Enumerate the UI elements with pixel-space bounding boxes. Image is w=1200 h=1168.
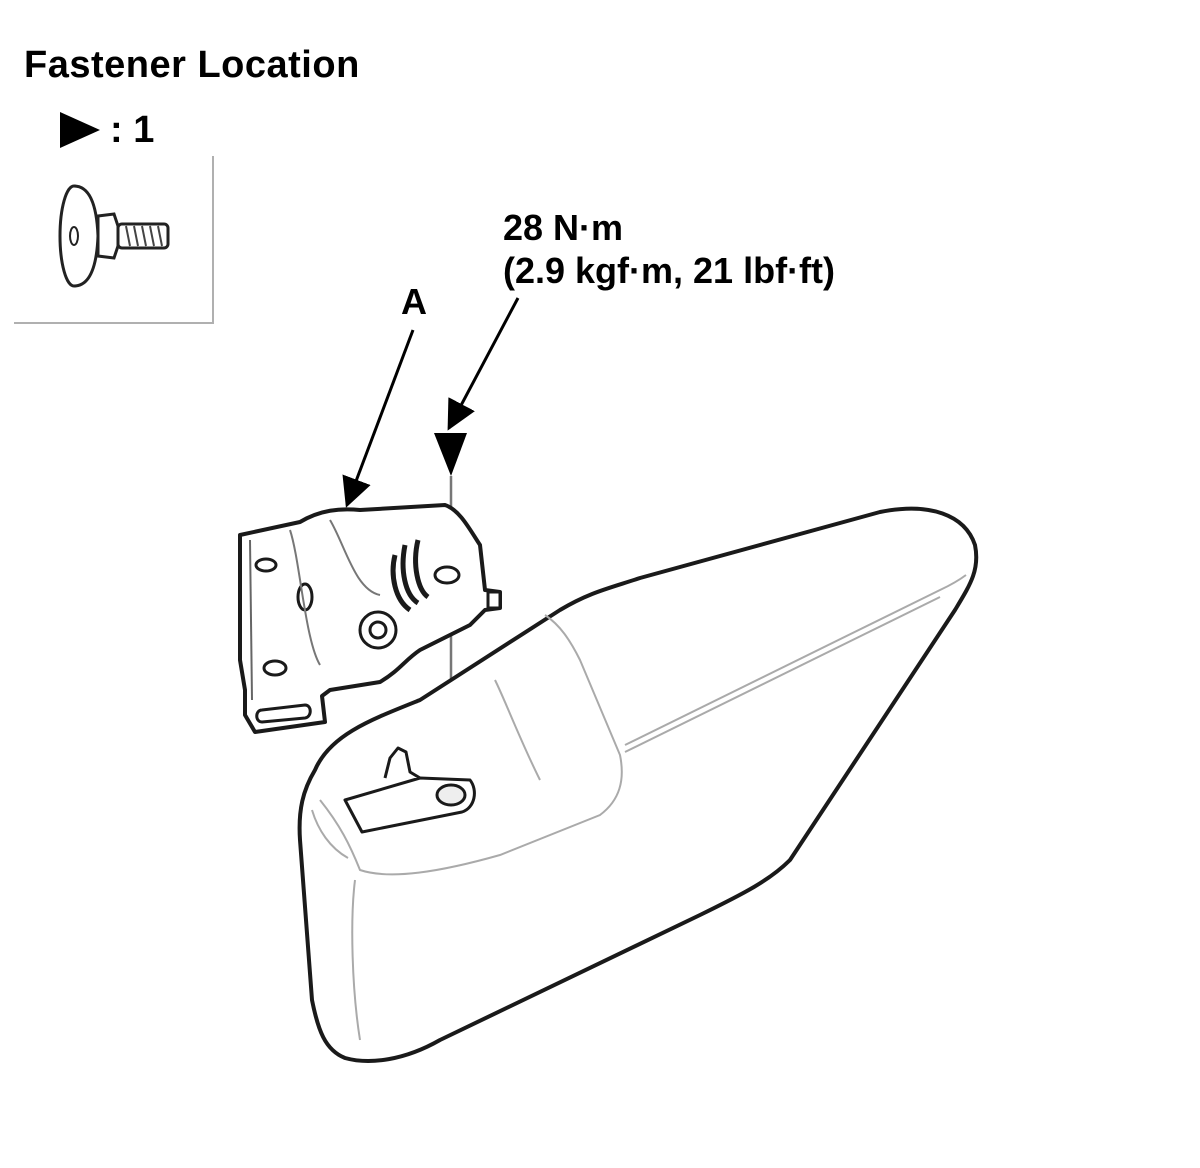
fastener-illustration-box [14, 156, 214, 324]
torque-specification: 28 N·m (2.9 kgf·m, 21 lbf·ft) [503, 206, 835, 292]
torque-leader [447, 297, 520, 431]
armrest-mount-bracket [343, 746, 476, 834]
fastener-triangle-marker [434, 433, 467, 476]
armrest-seams [311, 574, 967, 1041]
hinge-bracket-a [238, 503, 502, 734]
flange-bolt-icon [58, 184, 170, 288]
fastener-location-title: Fastener Location [24, 44, 360, 86]
callout-a-leader [342, 329, 415, 508]
hinge-bracket-details [249, 519, 502, 724]
callout-label-a: A [401, 281, 427, 322]
fastener-legend: : 1 [60, 108, 154, 152]
fastener-count: : 1 [110, 108, 155, 151]
armrest-body [297, 506, 979, 1063]
filled-triangle-icon [60, 112, 100, 148]
torque-value-kgf-lbf: (2.9 kgf·m, 21 lbf·ft) [503, 250, 836, 291]
torque-value-nm: 28 N·m [503, 207, 624, 248]
